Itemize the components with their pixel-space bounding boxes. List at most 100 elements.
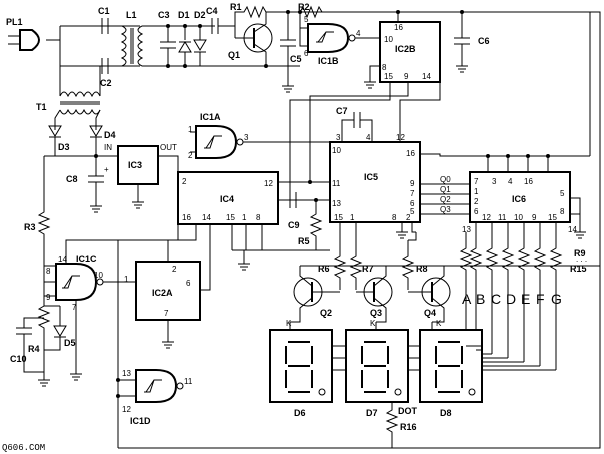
ic-ic3: IC3 [117, 145, 159, 185]
resistor-r16: DOT R16 [385, 402, 418, 448]
resistor-r4: R4 [28, 296, 51, 372]
svg-text:13: 13 [122, 369, 131, 378]
svg-text:Q2: Q2 [440, 195, 451, 204]
diode-d3: D3 [48, 125, 70, 152]
svg-text:2: 2 [188, 151, 193, 160]
svg-text:DOT: DOT [398, 406, 418, 416]
svg-text:1: 1 [124, 275, 129, 284]
svg-text:Q1: Q1 [440, 185, 451, 194]
ic3-out-label: OUT [160, 143, 177, 152]
svg-text:C8: C8 [66, 174, 78, 184]
svg-text:14: 14 [202, 213, 211, 222]
capacitor-c5: C5 [280, 12, 302, 66]
svg-text:R5: R5 [298, 236, 310, 246]
svg-text:5: 5 [410, 207, 415, 216]
svg-text:2: 2 [172, 265, 177, 274]
resistor-r5: R5 [298, 200, 323, 250]
ic3-in-label: IN [104, 143, 112, 152]
svg-text:13: 13 [332, 199, 341, 208]
plug-pl1: PL1 [6, 17, 61, 66]
svg-text:8: 8 [560, 207, 565, 216]
svg-text:12: 12 [122, 405, 131, 414]
svg-text:9: 9 [532, 213, 537, 222]
resistor-bank-r9-r15: R9 . . . R15 [459, 222, 587, 370]
svg-text:12: 12 [264, 179, 273, 188]
svg-text:D6: D6 [294, 408, 306, 418]
ic-ic2b: IC2B 16 10 8 15 9 14 [379, 21, 441, 83]
svg-text:10: 10 [514, 213, 523, 222]
svg-text:14: 14 [568, 225, 577, 234]
svg-text:K: K [286, 319, 292, 328]
ic-ic6: IC6 7 3 4 16 1 2 6 5 8 13 12 11 10 9 15 … [462, 171, 577, 234]
capacitor-c1: C1 [95, 6, 118, 34]
svg-text:C7: C7 [336, 106, 348, 116]
svg-text:3: 3 [336, 133, 341, 142]
svg-text:R16: R16 [400, 422, 417, 432]
svg-text:16: 16 [394, 23, 403, 32]
svg-text:IC2B: IC2B [395, 44, 416, 54]
svg-text:4: 4 [356, 29, 361, 38]
svg-text:7: 7 [410, 189, 415, 198]
svg-text:B: B [476, 291, 485, 307]
resistor-r1: R1 [230, 2, 290, 26]
svg-text:6: 6 [410, 199, 415, 208]
svg-text:7: 7 [164, 309, 169, 318]
gate-ic1c: 14 8 9 10 7 IC1C [46, 254, 104, 312]
display-d7: K D7 [345, 319, 409, 418]
svg-text:4: 4 [366, 133, 371, 142]
svg-text:D1: D1 [178, 10, 190, 20]
svg-text:4: 4 [508, 177, 513, 186]
svg-text:IC2A: IC2A [152, 288, 173, 298]
svg-text:R2: R2 [298, 2, 310, 12]
svg-text:10: 10 [332, 146, 341, 155]
svg-text:R4: R4 [28, 344, 40, 354]
svg-text:Q4: Q4 [424, 308, 436, 318]
svg-text:C10: C10 [10, 354, 27, 364]
svg-text:D: D [506, 291, 516, 307]
svg-text:IC6: IC6 [512, 194, 526, 204]
svg-text:Q2: Q2 [320, 308, 332, 318]
svg-text:3: 3 [492, 177, 497, 186]
svg-text:14: 14 [58, 255, 67, 264]
svg-text:Q3: Q3 [440, 205, 451, 214]
capacitor-c10: C10 [10, 317, 44, 373]
svg-text:10: 10 [384, 35, 393, 44]
top-left-rail [60, 25, 140, 67]
resistor-r3: R3 [24, 156, 51, 266]
svg-text:C: C [491, 291, 501, 307]
label-pl1: PL1 [6, 17, 23, 27]
svg-text:6: 6 [474, 207, 479, 216]
diode-d5: D5 [44, 306, 76, 351]
svg-text:12: 12 [482, 213, 491, 222]
svg-text:D3: D3 [58, 142, 70, 152]
svg-text:R6: R6 [318, 264, 330, 274]
svg-text:13: 13 [462, 225, 471, 234]
svg-text:C6: C6 [478, 36, 490, 46]
resistor-r7: R7 [349, 240, 374, 290]
svg-text:16: 16 [524, 177, 533, 186]
svg-text:3: 3 [244, 133, 249, 142]
svg-text:D7: D7 [366, 408, 378, 418]
svg-text:C2: C2 [100, 78, 112, 88]
svg-text:15: 15 [334, 213, 343, 222]
svg-text:IC3: IC3 [128, 160, 142, 170]
capacitor-c2: C2 [95, 58, 118, 88]
svg-text:R8: R8 [416, 264, 428, 274]
transistor-q4: Q4 [408, 266, 451, 323]
svg-text:IC1A: IC1A [200, 112, 221, 122]
svg-text:C9: C9 [288, 220, 300, 230]
svg-text:C1: C1 [98, 6, 110, 16]
diode-d4: D4 [89, 125, 116, 140]
svg-text:Q1: Q1 [228, 50, 240, 60]
svg-text:7: 7 [474, 177, 479, 186]
resistor-r6: R6 [318, 250, 347, 290]
inductor-l1: L1 [120, 10, 144, 67]
svg-text:8: 8 [382, 63, 387, 72]
svg-text:D2: D2 [194, 10, 206, 20]
svg-text:9: 9 [410, 179, 415, 188]
segment-labels: A B C D E F G [462, 291, 562, 307]
svg-text:5: 5 [560, 189, 565, 198]
svg-text:6: 6 [304, 49, 309, 58]
svg-text:A: A [462, 291, 472, 307]
svg-text:15: 15 [226, 213, 235, 222]
